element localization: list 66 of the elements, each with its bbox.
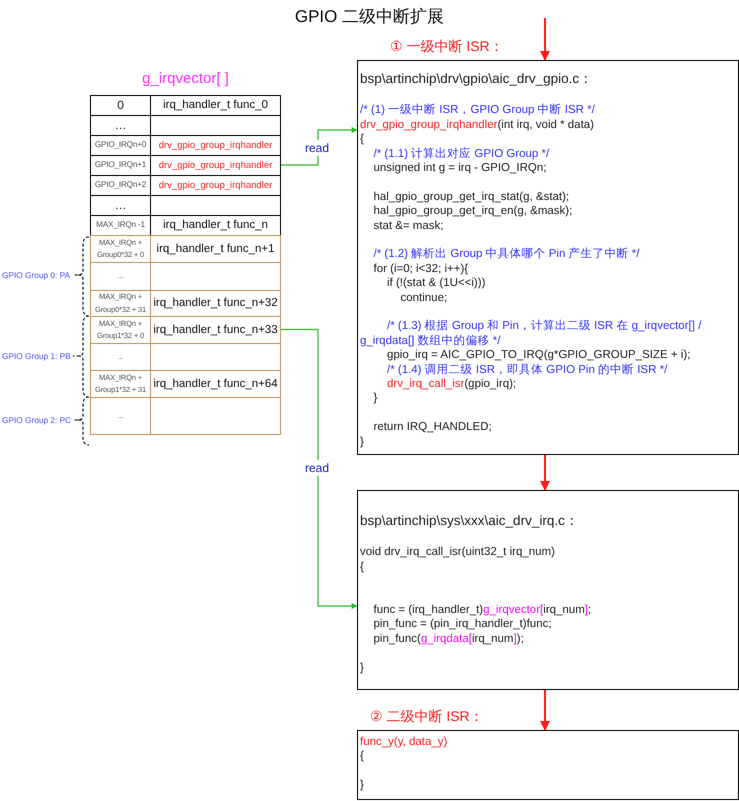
code-line: { (360, 132, 365, 147)
value-text: irq_handler_t func_n+1 (156, 242, 276, 257)
edge-label: read (304, 140, 330, 156)
code-line: drv_irq_call_isr(gpio_irq); (386, 377, 518, 392)
diagram-title: GPIO 二级中断扩展 (294, 6, 446, 28)
table-row (90, 235, 281, 263)
code-line: hal_gpio_group_get_irq_stat(g, &stat); (372, 190, 570, 204)
table-row (90, 316, 281, 344)
value-text: irq_handler_t func_0 (162, 98, 269, 114)
code-line: pin_func(g_irqdata[irq_num]); (372, 632, 525, 646)
group-label: GPIO Group 1: PB (2, 350, 71, 363)
code-line: { (360, 749, 365, 764)
value-text: drv_gpio_group_irqhandler (158, 178, 274, 193)
value-text: irq_handler_t func_n+64 (152, 376, 279, 392)
section-heading: ① 一级中断 ISR： (390, 38, 504, 56)
table-row (90, 343, 281, 371)
value-text: drv_gpio_group_irqhandler (158, 158, 274, 173)
value-text: irq_handler_t func_n+32 (152, 296, 279, 312)
arrow (540, 18, 550, 61)
code-line: if (!(stat & (1U<<i))) (386, 276, 486, 291)
code-line: drv_gpio_group_irqhandler(int irq, void * data) (360, 118, 595, 132)
code-line: hal_gpio_group_get_irq_en(g, &mask); (372, 204, 574, 219)
table-row (90, 290, 281, 317)
table-row (90, 135, 281, 156)
code-comment: /* (1.3) 根据 Group 和 Pin，计算出二级 ISR 在 g_irqvector[] / g_irqdata[] 数组中的偏移 */ (360, 319, 702, 348)
code-line: func_y(y, data_y) (360, 735, 448, 750)
code-comment: /* (1.4) 调用二级 ISR，即具体 GPIO Pin 的中断 ISR */ (386, 362, 668, 378)
code-line: void drv_irq_call_isr(uint32_t irq_num) (360, 545, 556, 560)
code-line: stat &= mask; (372, 218, 444, 234)
code-comment: /* (1) 一级中断 ISR，GPIO Group 中断 ISR */ (360, 103, 596, 118)
code-line: } (360, 660, 365, 675)
value-text: drv_gpio_group_irqhandler (158, 138, 274, 153)
edge-label: read (304, 460, 330, 476)
value-text: irq_handler_t func_n+33 (152, 322, 279, 338)
code-line: continue; (400, 290, 448, 306)
table-row (90, 95, 281, 116)
table-row (90, 155, 281, 176)
code-line: return IRQ_HANDLED; (372, 420, 493, 435)
code-line: unsigned int g = irq - GPIO_IRQn; (372, 161, 548, 176)
code-line: pin_func = (pin_irq_handler_t)func; (372, 617, 553, 632)
arrow (540, 690, 550, 731)
file-path: bsp\artinchip\drv\gpio\aic_drv_gpio.c： (360, 70, 594, 88)
code-line: gpio_irq = AIC_GPIO_TO_IRQ(g*GPIO_GROUP_SIZE + i); (386, 348, 692, 363)
arrow (281, 328, 358, 609)
table-row (90, 370, 281, 398)
arrow (540, 455, 550, 491)
code-comment: /* (1.2) 解析出 Group 中具体哪个 Pin 产生了中断 */ (372, 247, 640, 262)
code-line: for (i=0; i<32; i++){ (372, 262, 470, 276)
table-title: g_irqvector[ ] (141, 70, 230, 87)
code-line: } (360, 778, 365, 793)
table-row (90, 175, 281, 196)
group-label: GPIO Group 2: PC (2, 414, 72, 427)
section-heading: ② 二级中断 ISR： (370, 708, 484, 726)
code-line: func = (irq_handler_t)g_irqvector[irq_num]; (372, 602, 592, 618)
code-comment: /* (1.1) 计算出对应 GPIO Group */ (372, 146, 550, 162)
table-row (90, 262, 281, 291)
group-label: GPIO Group 0: PA (2, 269, 70, 282)
table-row (90, 215, 281, 236)
table-row (90, 195, 281, 216)
code-line: } (360, 434, 365, 450)
code-line: } (372, 391, 378, 406)
file-path: bsp\artinchip\sys\xxx\aic_drv_irq.c： (360, 512, 580, 530)
code-line: { (360, 560, 365, 574)
value-text: irq_handler_t func_n (162, 218, 269, 234)
table-row (90, 115, 281, 136)
table-row (90, 397, 281, 435)
